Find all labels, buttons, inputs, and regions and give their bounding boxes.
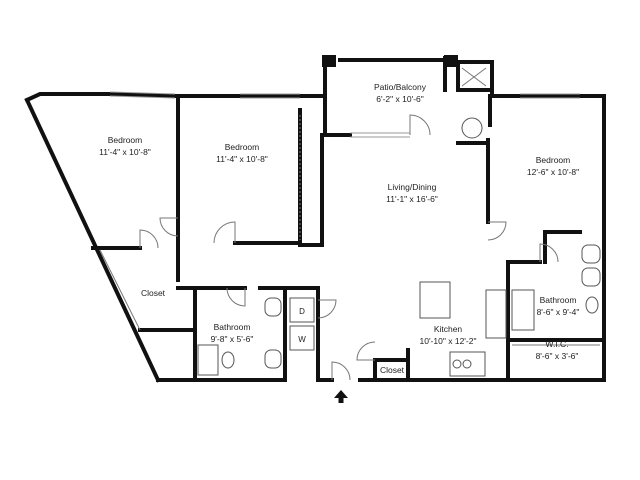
- toilet-2: [585, 296, 599, 314]
- bathroom1-name: Bathroom: [214, 322, 251, 332]
- sink-2b: [581, 267, 601, 287]
- bedroom1-door: [139, 229, 159, 249]
- wic-name: W.I.C.: [545, 339, 568, 349]
- bedroom2-size: 11'-4" x 10'-8": [216, 154, 268, 164]
- bathroom1-size: 9'-8" x 5'-6": [211, 334, 254, 344]
- closet1-name: Closet: [141, 288, 166, 298]
- dryer: [289, 297, 315, 323]
- wall-patio-storage: [456, 60, 494, 98]
- wic-size: 8'-6" x 3'-6": [536, 351, 579, 361]
- walls: [24, 55, 606, 383]
- entry-arrow-icon: [334, 390, 348, 403]
- fixtures: [99, 67, 601, 377]
- patio-size: 6'-2" x 10'-6": [376, 94, 424, 104]
- bath1-door: [226, 287, 246, 307]
- bath2-door: [539, 243, 559, 263]
- bedroom2-name: Bedroom: [225, 142, 260, 152]
- sink-2a: [581, 244, 601, 264]
- kitchen-counter-right: [485, 289, 507, 339]
- wall-closet-b2: [308, 94, 327, 137]
- toilet-1: [221, 351, 235, 369]
- laundry-door: [317, 299, 337, 319]
- entry-door: [331, 361, 351, 381]
- dryer-label: D: [299, 307, 305, 316]
- patio-name: Patio/Balcony: [374, 82, 427, 92]
- doors: [139, 114, 559, 381]
- bedroom3-door: [487, 221, 507, 241]
- wall-top-bedroom1: [107, 91, 178, 99]
- wall-exterior-left: [24, 92, 112, 103]
- bathroom2-name: Bathroom: [540, 295, 577, 305]
- living-size: 11'-1" x 16'-6": [386, 194, 438, 204]
- wall-patio: [323, 56, 352, 137]
- bedroom1-name: Bedroom: [108, 135, 143, 145]
- bathtub-1: [197, 344, 219, 376]
- kitchen-name: Kitchen: [434, 324, 463, 334]
- patio-door: [409, 114, 431, 136]
- kitchen-closet-door: [356, 341, 376, 361]
- patio-post-left: [322, 55, 336, 67]
- water-heater: [461, 117, 483, 139]
- room-labels: Bedroom 11'-4" x 10'-8" Bedroom 11'-4" x…: [99, 82, 579, 375]
- wall-patio-storage-inner: [456, 60, 492, 92]
- bedroom3-size: 12'-6" x 10'-8": [527, 167, 579, 177]
- bedroom1-door2: [159, 217, 179, 237]
- washer-label: W: [298, 335, 306, 344]
- bedroom2-door: [213, 221, 236, 244]
- wall-exterior-diagonal: [24, 97, 161, 383]
- washer: [289, 325, 315, 351]
- bathroom2-size: 8'-6" x 9'-4": [537, 307, 580, 317]
- bedroom3-name: Bedroom: [536, 155, 571, 165]
- bathtub-2: [511, 289, 535, 331]
- sink-1b: [264, 349, 282, 369]
- kitchen-island: [419, 281, 451, 319]
- closet2-name: Closet: [380, 365, 405, 375]
- kitchen-size: 10'-10" x 12'-2": [419, 336, 476, 346]
- windows: [109, 91, 580, 138]
- sink-1a: [264, 297, 282, 317]
- bedroom1-size: 11'-4" x 10'-8": [99, 147, 151, 157]
- living-name: Living/Dining: [388, 182, 437, 192]
